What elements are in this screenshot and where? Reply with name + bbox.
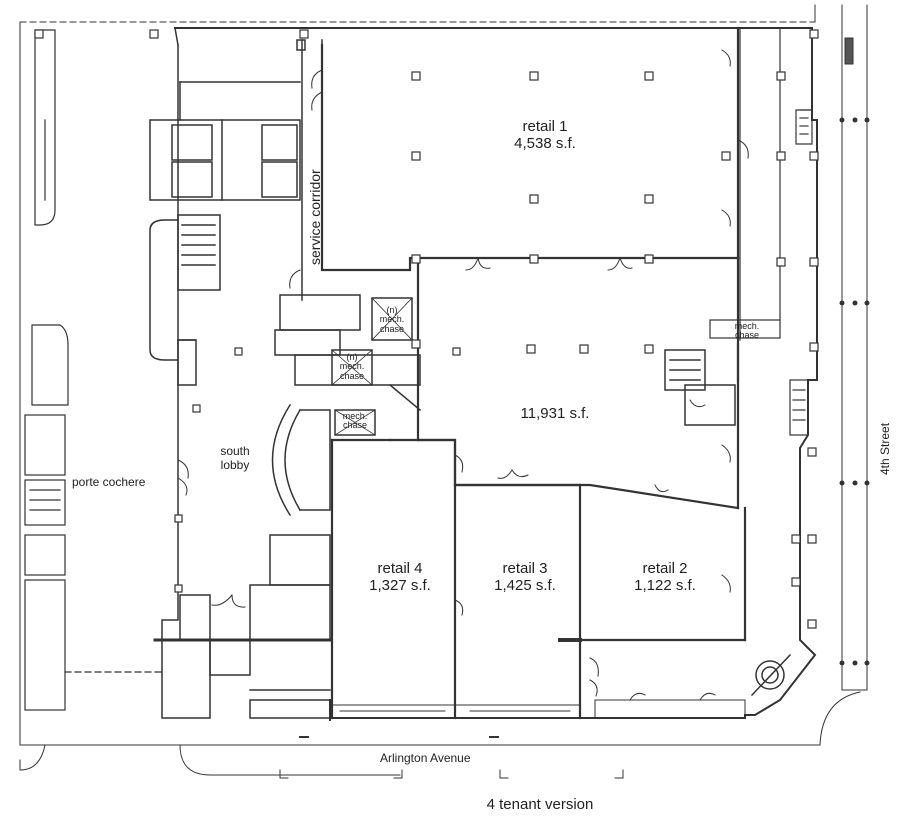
retail-2-name: retail 2 [642, 560, 688, 577]
street-ticks [279, 736, 624, 779]
retail-4-label: retail 4 1,327 s.f. [350, 560, 450, 595]
retail-3-label: retail 3 1,425 s.f. [475, 560, 575, 595]
service-corridor-label: service corridor [307, 169, 323, 265]
retail-4-area: 1,327 s.f. [369, 577, 431, 595]
mech-chase-2-line3: chase [339, 370, 365, 381]
south-lobby-label: south lobby [205, 444, 265, 473]
street-east-label: 4th Street [878, 422, 892, 475]
corner-rotunda [750, 653, 792, 697]
porte-cochere-label: porte cochere [72, 475, 146, 489]
elevator-core [149, 81, 301, 361]
south-lobby-line1: south [220, 444, 250, 458]
street-bollards [839, 117, 870, 666]
retail-2-label: retail 2 1,122 s.f. [615, 560, 715, 595]
retail-2-area: 1,122 s.f. [634, 577, 696, 595]
retail-4-name: retail 4 [377, 560, 423, 577]
mech-chase-2-line1: (n) [346, 352, 358, 362]
storefront [331, 699, 746, 719]
mech-chase-1-label: (n) mech. chase [374, 305, 410, 334]
retail-3-name: retail 3 [502, 560, 548, 577]
lobby-curve-feature [271, 403, 333, 517]
mech-chase-3-line1: mech. [342, 411, 368, 421]
mech-chase-1-line3: chase [379, 323, 405, 334]
column-grid [34, 29, 819, 629]
mech-chase-3-line2: chase [342, 420, 368, 431]
mech-chases [274, 294, 422, 436]
main-space-area: 11,931 s.f. [520, 405, 590, 422]
retail-3-area: 1,425 s.f. [494, 577, 556, 595]
property-edges [19, 4, 868, 776]
mech-chase-1-line1: (n) [386, 305, 398, 315]
retail-2-walls [558, 506, 747, 642]
mech-chase-4-line1: mech. [734, 321, 760, 331]
building-outline [174, 27, 818, 721]
retail-1-area: 4,538 s.f. [514, 135, 576, 153]
porte-cochere-structure [24, 29, 163, 711]
mech-chase-1-line2: mech. [379, 314, 405, 325]
mech-chase-3-label: mech. chase [336, 411, 374, 431]
mech-chase-4-label: mech. chase [727, 321, 767, 341]
door-swings [177, 49, 749, 701]
west-wing [153, 27, 332, 719]
service-corridor-walls [296, 39, 323, 301]
south-lobby-line2: lobby [220, 457, 250, 472]
retail-1-label: retail 1 4,538 s.f. [505, 118, 585, 153]
street-south-label: Arlington Avenue [380, 751, 471, 765]
main-space-walls [416, 256, 740, 510]
east-stair [664, 349, 736, 426]
plan-caption: 4 tenant version [486, 796, 594, 813]
main-space-label: 11,931 s.f. [505, 405, 605, 422]
mech-chase-4-line2: chase [734, 330, 760, 341]
mech-chase-2-line2: mech. [339, 361, 365, 372]
retail-1-name: retail 1 [522, 118, 568, 135]
east-corridor [709, 27, 813, 436]
retail-3-walls [453, 483, 582, 720]
mech-chase-2-label: (n) mech. chase [333, 352, 371, 381]
